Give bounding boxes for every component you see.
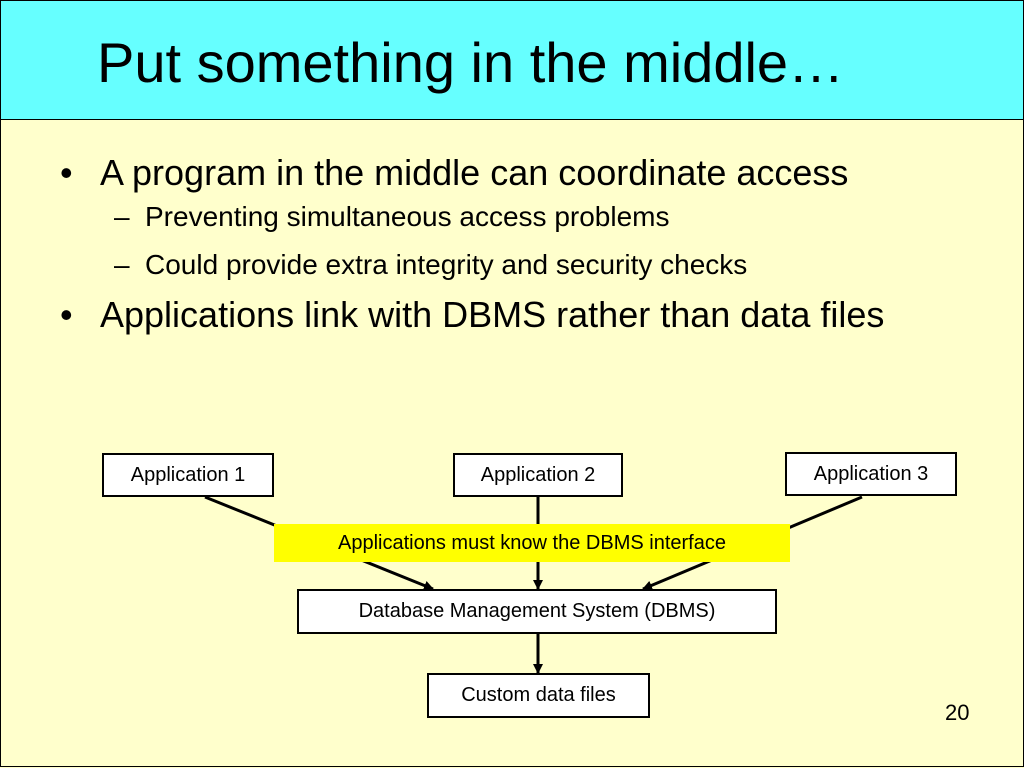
page-number: 20 xyxy=(945,700,970,725)
application-3-box: Application 3 xyxy=(785,452,957,496)
sub-bullet-marker: – xyxy=(114,201,130,232)
sub-bullet-text: Preventing simultaneous access problems xyxy=(145,201,670,232)
bullet-marker: • xyxy=(60,152,73,193)
bullet-text: Applications link with DBMS rather than … xyxy=(100,294,885,335)
bullet-marker: • xyxy=(60,294,73,335)
title-bar: Put something in the middle… xyxy=(0,0,1024,120)
sub-bullet-marker: – xyxy=(114,249,130,280)
slide-title: Put something in the middle… xyxy=(97,31,845,94)
application-1-box: Application 1 xyxy=(102,453,274,497)
application-2-box: Application 2 xyxy=(453,453,623,497)
bullet-text: A program in the middle can coordinate a… xyxy=(100,152,849,193)
dbms-box: Database Management System (DBMS) xyxy=(297,589,777,634)
data-files-box: Custom data files xyxy=(427,673,650,718)
sub-bullet-text: Could provide extra integrity and securi… xyxy=(145,249,748,280)
dbms-interface-callout: Applications must know the DBMS interfac… xyxy=(274,524,790,562)
